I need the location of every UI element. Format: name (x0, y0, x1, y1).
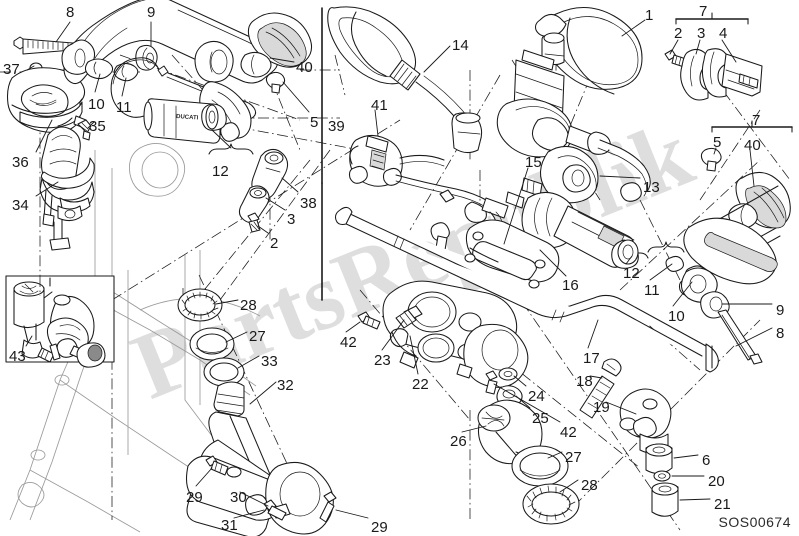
callout-number-37: 37 (3, 61, 20, 78)
callout-number-2: 2 (270, 235, 279, 252)
callout-number-12: 12 (212, 163, 229, 180)
callout-number-30: 30 (230, 489, 247, 506)
drawing-code: SOS00674 (718, 514, 791, 530)
callout-number-9: 9 (147, 4, 156, 21)
part-13-front-brake-master-cylinder (496, 49, 651, 204)
top-yoke-part-22 (382, 280, 529, 388)
callout-number-3: 3 (697, 25, 706, 42)
part-42-screws-yoke (357, 311, 498, 395)
part-28-bearing-upper (177, 288, 223, 322)
part-1-mirror-head (534, 6, 643, 95)
callout-number-2: 2 (674, 25, 683, 42)
part-16-handlebar-clamp (464, 219, 560, 289)
callout-number-1: 1 (645, 7, 654, 24)
part-19-steering-damper-mount (619, 388, 672, 455)
callout-number-7: 7 (752, 112, 761, 129)
callout-number-14: 14 (452, 37, 469, 54)
callout-number-42: 42 (340, 334, 357, 351)
part-27-bearing-race-upper (189, 327, 235, 361)
part-11-bush-right (665, 255, 684, 272)
callout-number-40: 40 (744, 137, 761, 154)
part-18-bolt (579, 358, 622, 419)
callout-number-15: 15 (525, 154, 542, 171)
callout-number-19: 19 (593, 399, 610, 416)
part-12-grip-left: DUCATI (143, 98, 227, 144)
callout-number-23: 23 (374, 352, 391, 369)
callout-number-4: 4 (719, 25, 728, 42)
callout-number-11: 11 (644, 282, 660, 299)
callout-number-21: 21 (714, 496, 731, 513)
callout-number-26: 26 (450, 433, 467, 450)
inset-box-part-43 (5, 275, 115, 368)
callout-number-35: 35 (89, 118, 106, 135)
callout-number-29: 29 (371, 519, 388, 536)
part-24-washer (498, 367, 518, 381)
part-35-screw (77, 119, 92, 141)
callout-number-43: 43 (9, 348, 26, 365)
callout-number-24: 24 (528, 388, 545, 405)
part-12-grip-right (521, 191, 639, 269)
callout-number-18: 18 (576, 373, 593, 390)
callout-number-16: 16 (562, 277, 579, 294)
part-40-turn-signal-left (240, 12, 313, 78)
bracket-bars (208, 7, 793, 301)
callout-number-8: 8 (66, 4, 75, 21)
part-5-screw-left (265, 71, 286, 94)
callout-number-39: 39 (328, 118, 345, 135)
part-3-bar-end-screw (238, 185, 270, 224)
part-10-bush (84, 58, 114, 80)
callout-number-28: 28 (581, 477, 598, 494)
callout-number-5: 5 (310, 114, 319, 131)
callout-number-42: 42 (560, 424, 577, 441)
callout-number-17: 17 (583, 350, 600, 367)
part-21-bush (651, 482, 679, 517)
callout-number-32: 32 (277, 377, 294, 394)
part-9-bush (135, 44, 158, 71)
callout-number-28: 28 (240, 297, 257, 314)
callout-number-34: 34 (12, 197, 29, 214)
part-6-bush (645, 443, 673, 475)
part-2-3-4-mirror-clamp (664, 48, 763, 101)
callout-number-25: 25 (532, 410, 549, 427)
callout-number-27: 27 (249, 328, 266, 345)
callout-number-36: 36 (12, 154, 29, 171)
part-5-screw-right (700, 147, 722, 172)
callout-number-40: 40 (296, 59, 313, 76)
callout-number-20: 20 (708, 473, 725, 490)
callout-number-10: 10 (88, 96, 105, 113)
part-2-screw (247, 212, 261, 233)
part-33-seal (203, 357, 245, 387)
part-27-bearing-race-lower (511, 445, 569, 487)
part-14-mirror-stem (327, 6, 483, 154)
part-28-bearing-lower (522, 483, 580, 525)
part-29-30-31-screws (205, 455, 337, 523)
callout-number-11: 11 (116, 99, 132, 116)
callout-number-27: 27 (565, 449, 582, 466)
part-34-clutch-master-cylinder (39, 126, 95, 251)
callout-number-13: 13 (643, 179, 660, 196)
part-20-washer (653, 470, 671, 482)
callout-number-33: 33 (261, 353, 278, 370)
callout-number-31: 31 (221, 517, 238, 534)
callout-number-41: 41 (371, 97, 388, 114)
part-41-left-switchgear (348, 134, 489, 223)
callout-number-10: 10 (668, 308, 685, 325)
callout-number-12: 12 (623, 265, 640, 282)
callout-number-38: 38 (300, 195, 317, 212)
callout-number-5: 5 (713, 134, 722, 151)
callout-number-22: 22 (412, 376, 429, 393)
callout-number-9: 9 (776, 302, 785, 319)
part-36-clutch-lever-bracket (6, 67, 87, 133)
brake-lever-bracket-right (680, 217, 778, 365)
part-32-steering-stem (185, 381, 334, 536)
callout-number-8: 8 (776, 325, 785, 342)
callout-number-3: 3 (287, 211, 296, 228)
callout-number-7: 7 (699, 3, 708, 20)
callout-number-29: 29 (186, 489, 203, 506)
callout-number-6: 6 (702, 452, 711, 469)
svg-text:DUCATI: DUCATI (176, 114, 199, 122)
